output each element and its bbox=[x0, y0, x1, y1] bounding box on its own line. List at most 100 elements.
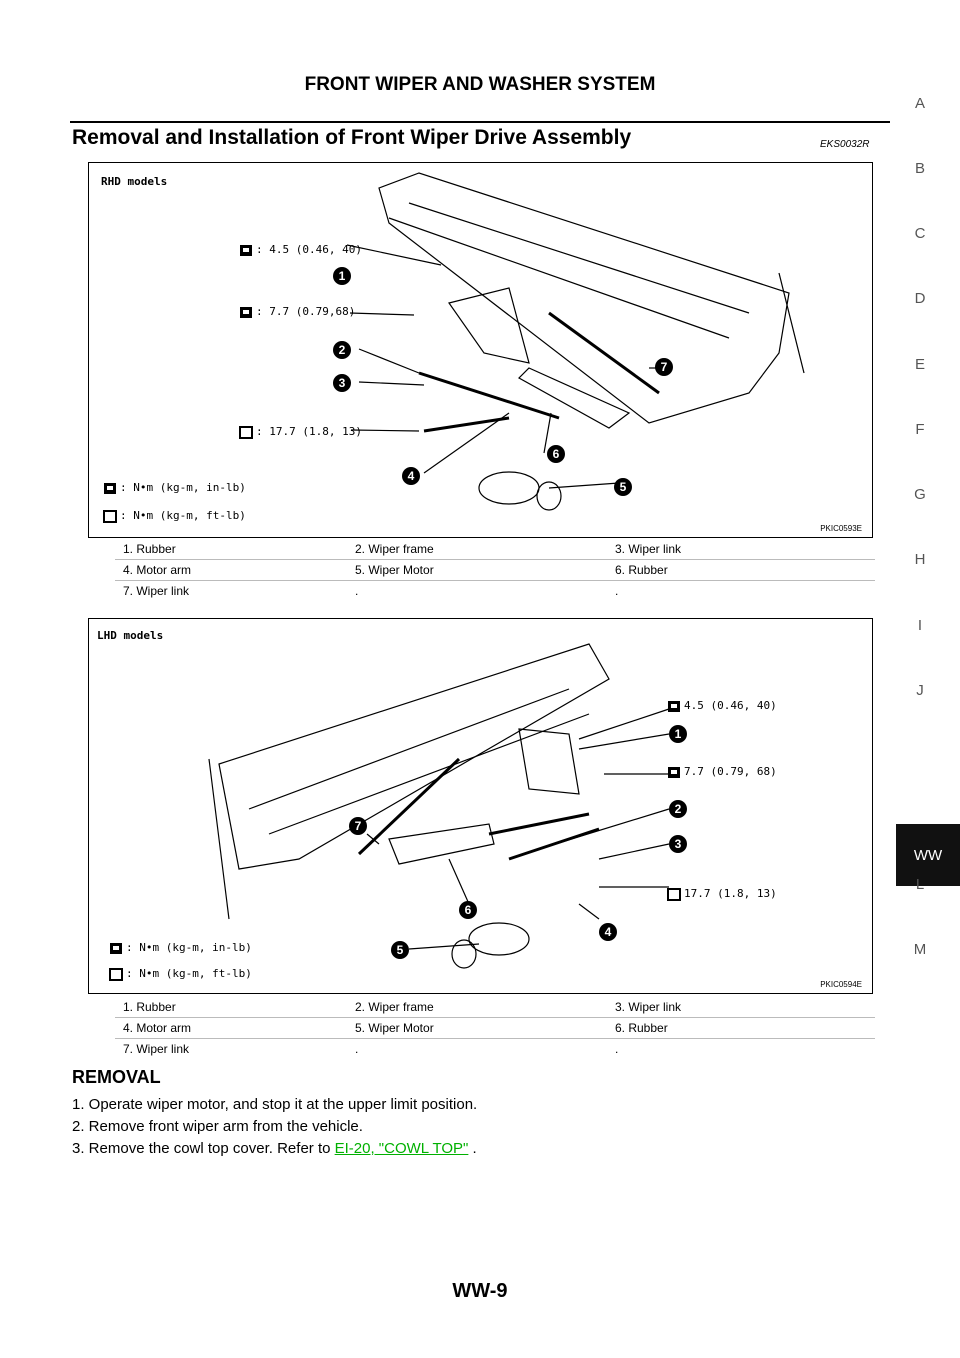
index-tab-m[interactable]: M bbox=[913, 941, 927, 958]
lhd-unit-in-lb: : N•m (kg-m, in-lb) bbox=[109, 941, 252, 955]
lhd-unit-ft-lb-text: : N•m (kg-m, ft-lb) bbox=[126, 967, 252, 980]
lhd-figure-ref: PKIC0594E bbox=[820, 980, 862, 989]
lhd-unit-ft-lb: : N•m (kg-m, ft-lb) bbox=[109, 967, 252, 981]
removal-step-3: 3. Remove the cowl top cover. Refer to E… bbox=[72, 1140, 477, 1157]
page-number: WW-9 bbox=[452, 1280, 508, 1302]
index-tab-e[interactable]: E bbox=[914, 356, 925, 373]
legend-item: . bbox=[615, 1042, 619, 1056]
section-code: EKS0032R bbox=[820, 139, 870, 150]
rhd-figure-ref: PKIC0593E bbox=[820, 524, 862, 533]
legend-item: 2. Wiper frame bbox=[355, 1000, 434, 1014]
rhd-wiper-drawing bbox=[346, 172, 805, 511]
legend-item: 4. Motor arm bbox=[123, 563, 192, 577]
lhd-wiper-drawing bbox=[208, 643, 670, 969]
removal-step-3-text: 3. Remove the cowl top cover. Refer to bbox=[72, 1140, 335, 1157]
rhd-callout-7: 7 bbox=[655, 358, 673, 376]
lhd-torque-spec-a: 4.5 (0.46, 40) bbox=[667, 699, 777, 713]
rhd-callout-6: 6 bbox=[547, 445, 565, 463]
legend-item: 2. Wiper frame bbox=[355, 542, 434, 556]
torque-in-lb-icon bbox=[668, 701, 680, 712]
figure-rhd-models: RHD models : 4.5 (0.46, 40) : 7.7 (0.79,… bbox=[88, 162, 873, 538]
removal-step-3-suffix: . bbox=[468, 1140, 477, 1157]
torque-ft-lb-icon bbox=[667, 888, 681, 901]
legend-item: 7. Wiper link bbox=[123, 584, 190, 598]
torque-ft-lb-icon bbox=[109, 968, 123, 981]
legend-item: . bbox=[355, 1042, 359, 1056]
lhd-torque-b-text: 7.7 (0.79, 68) bbox=[684, 765, 777, 778]
lhd-callout-3: 3 bbox=[669, 835, 687, 853]
rhd-unit-ft-lb-text: : N•m (kg-m, ft-lb) bbox=[120, 509, 246, 522]
removal-heading: REMOVAL bbox=[72, 1067, 161, 1087]
removal-step-1: 1. Operate wiper motor, and stop it at t… bbox=[72, 1096, 478, 1113]
legend-table-rhd: 1. Rubber 2. Wiper frame 3. Wiper link 4… bbox=[115, 540, 875, 604]
lhd-callout-4: 4 bbox=[599, 923, 617, 941]
lhd-torque-spec-b: 7.7 (0.79, 68) bbox=[667, 765, 777, 779]
torque-in-lb-icon bbox=[668, 767, 680, 778]
row-divider bbox=[115, 1017, 875, 1018]
index-tab-d[interactable]: D bbox=[914, 290, 926, 307]
index-tab-f[interactable]: F bbox=[915, 421, 925, 438]
row-divider bbox=[115, 580, 875, 581]
legend-table-lhd: 1. Rubber 2. Wiper frame 3. Wiper link 4… bbox=[115, 998, 875, 1062]
rhd-torque-b-text: : 7.7 (0.79,68) bbox=[256, 305, 356, 318]
rhd-unit-in-lb: : N•m (kg-m, in-lb) bbox=[103, 481, 246, 495]
torque-in-lb-icon bbox=[104, 483, 116, 494]
legend-item: 3. Wiper link bbox=[615, 542, 682, 556]
index-tab-h[interactable]: H bbox=[914, 551, 926, 568]
rhd-torque-c-text: : 17.7 (1.8, 13) bbox=[256, 425, 362, 438]
rhd-torque-a-text: : 4.5 (0.46, 40) bbox=[256, 243, 362, 256]
index-tab-l[interactable]: L bbox=[915, 876, 925, 893]
legend-item: 6. Rubber bbox=[615, 1021, 668, 1035]
rhd-unit-in-lb-text: : N•m (kg-m, in-lb) bbox=[120, 481, 246, 494]
legend-item: . bbox=[615, 584, 619, 598]
lhd-torque-a-text: 4.5 (0.46, 40) bbox=[684, 699, 777, 712]
torque-ft-lb-icon bbox=[103, 510, 117, 523]
row-divider bbox=[115, 1038, 875, 1039]
lhd-torque-c-text: 17.7 (1.8, 13) bbox=[684, 887, 777, 900]
torque-in-lb-icon bbox=[240, 307, 252, 318]
rhd-callout-2: 2 bbox=[333, 341, 351, 359]
rhd-callout-4: 4 bbox=[402, 467, 420, 485]
index-tab-c[interactable]: C bbox=[914, 225, 926, 242]
rhd-model-label: RHD models bbox=[101, 175, 168, 188]
legend-item: 5. Wiper Motor bbox=[355, 1021, 434, 1035]
rhd-torque-spec-b: : 7.7 (0.79,68) bbox=[239, 305, 355, 319]
index-tab-i[interactable]: I bbox=[917, 617, 923, 634]
lhd-callout-7: 7 bbox=[349, 817, 367, 835]
page-header-title: FRONT WIPER AND WASHER SYSTEM bbox=[304, 74, 656, 95]
rhd-callout-3: 3 bbox=[333, 374, 351, 392]
lhd-callout-6: 6 bbox=[459, 901, 477, 919]
lhd-model-label: LHD models bbox=[97, 629, 164, 642]
lhd-callout-2: 2 bbox=[669, 800, 687, 818]
cowl-top-reference-link[interactable]: EI-20, "COWL TOP" bbox=[334, 1140, 469, 1157]
lhd-torque-spec-c: 17.7 (1.8, 13) bbox=[667, 887, 777, 901]
torque-ft-lb-icon bbox=[239, 426, 253, 439]
lhd-unit-in-lb-text: : N•m (kg-m, in-lb) bbox=[126, 941, 252, 954]
rhd-callout-5: 5 bbox=[614, 478, 632, 496]
rhd-torque-spec-c: : 17.7 (1.8, 13) bbox=[239, 425, 362, 439]
torque-in-lb-icon bbox=[110, 943, 122, 954]
index-tab-ww-active[interactable]: WW bbox=[896, 824, 960, 886]
index-tab-b[interactable]: B bbox=[914, 160, 925, 177]
removal-step-2: 2. Remove front wiper arm from the vehic… bbox=[72, 1118, 363, 1135]
legend-item: 5. Wiper Motor bbox=[355, 563, 434, 577]
torque-in-lb-icon bbox=[240, 245, 252, 256]
section-title: Removal and Installation of Front Wiper … bbox=[72, 126, 632, 149]
figure-lhd-models: LHD models 4.5 (0.46, 40) 7.7 (0.79, 68)… bbox=[88, 618, 873, 994]
legend-item: . bbox=[355, 584, 359, 598]
legend-item: 3. Wiper link bbox=[615, 1000, 682, 1014]
header-divider bbox=[70, 121, 890, 123]
rhd-unit-ft-lb: : N•m (kg-m, ft-lb) bbox=[103, 509, 246, 523]
index-tab-j[interactable]: J bbox=[916, 682, 924, 699]
legend-item: 1. Rubber bbox=[123, 542, 176, 556]
legend-item: 1. Rubber bbox=[123, 1000, 176, 1014]
legend-item: 7. Wiper link bbox=[123, 1042, 190, 1056]
rhd-callout-1: 1 bbox=[333, 267, 351, 285]
legend-item: 6. Rubber bbox=[615, 563, 668, 577]
lhd-callout-1: 1 bbox=[669, 725, 687, 743]
lhd-callout-5: 5 bbox=[391, 941, 409, 959]
row-divider bbox=[115, 559, 875, 560]
rhd-torque-spec-a: : 4.5 (0.46, 40) bbox=[239, 243, 362, 257]
index-tab-g[interactable]: G bbox=[914, 486, 926, 503]
index-tab-a[interactable]: A bbox=[914, 95, 925, 112]
